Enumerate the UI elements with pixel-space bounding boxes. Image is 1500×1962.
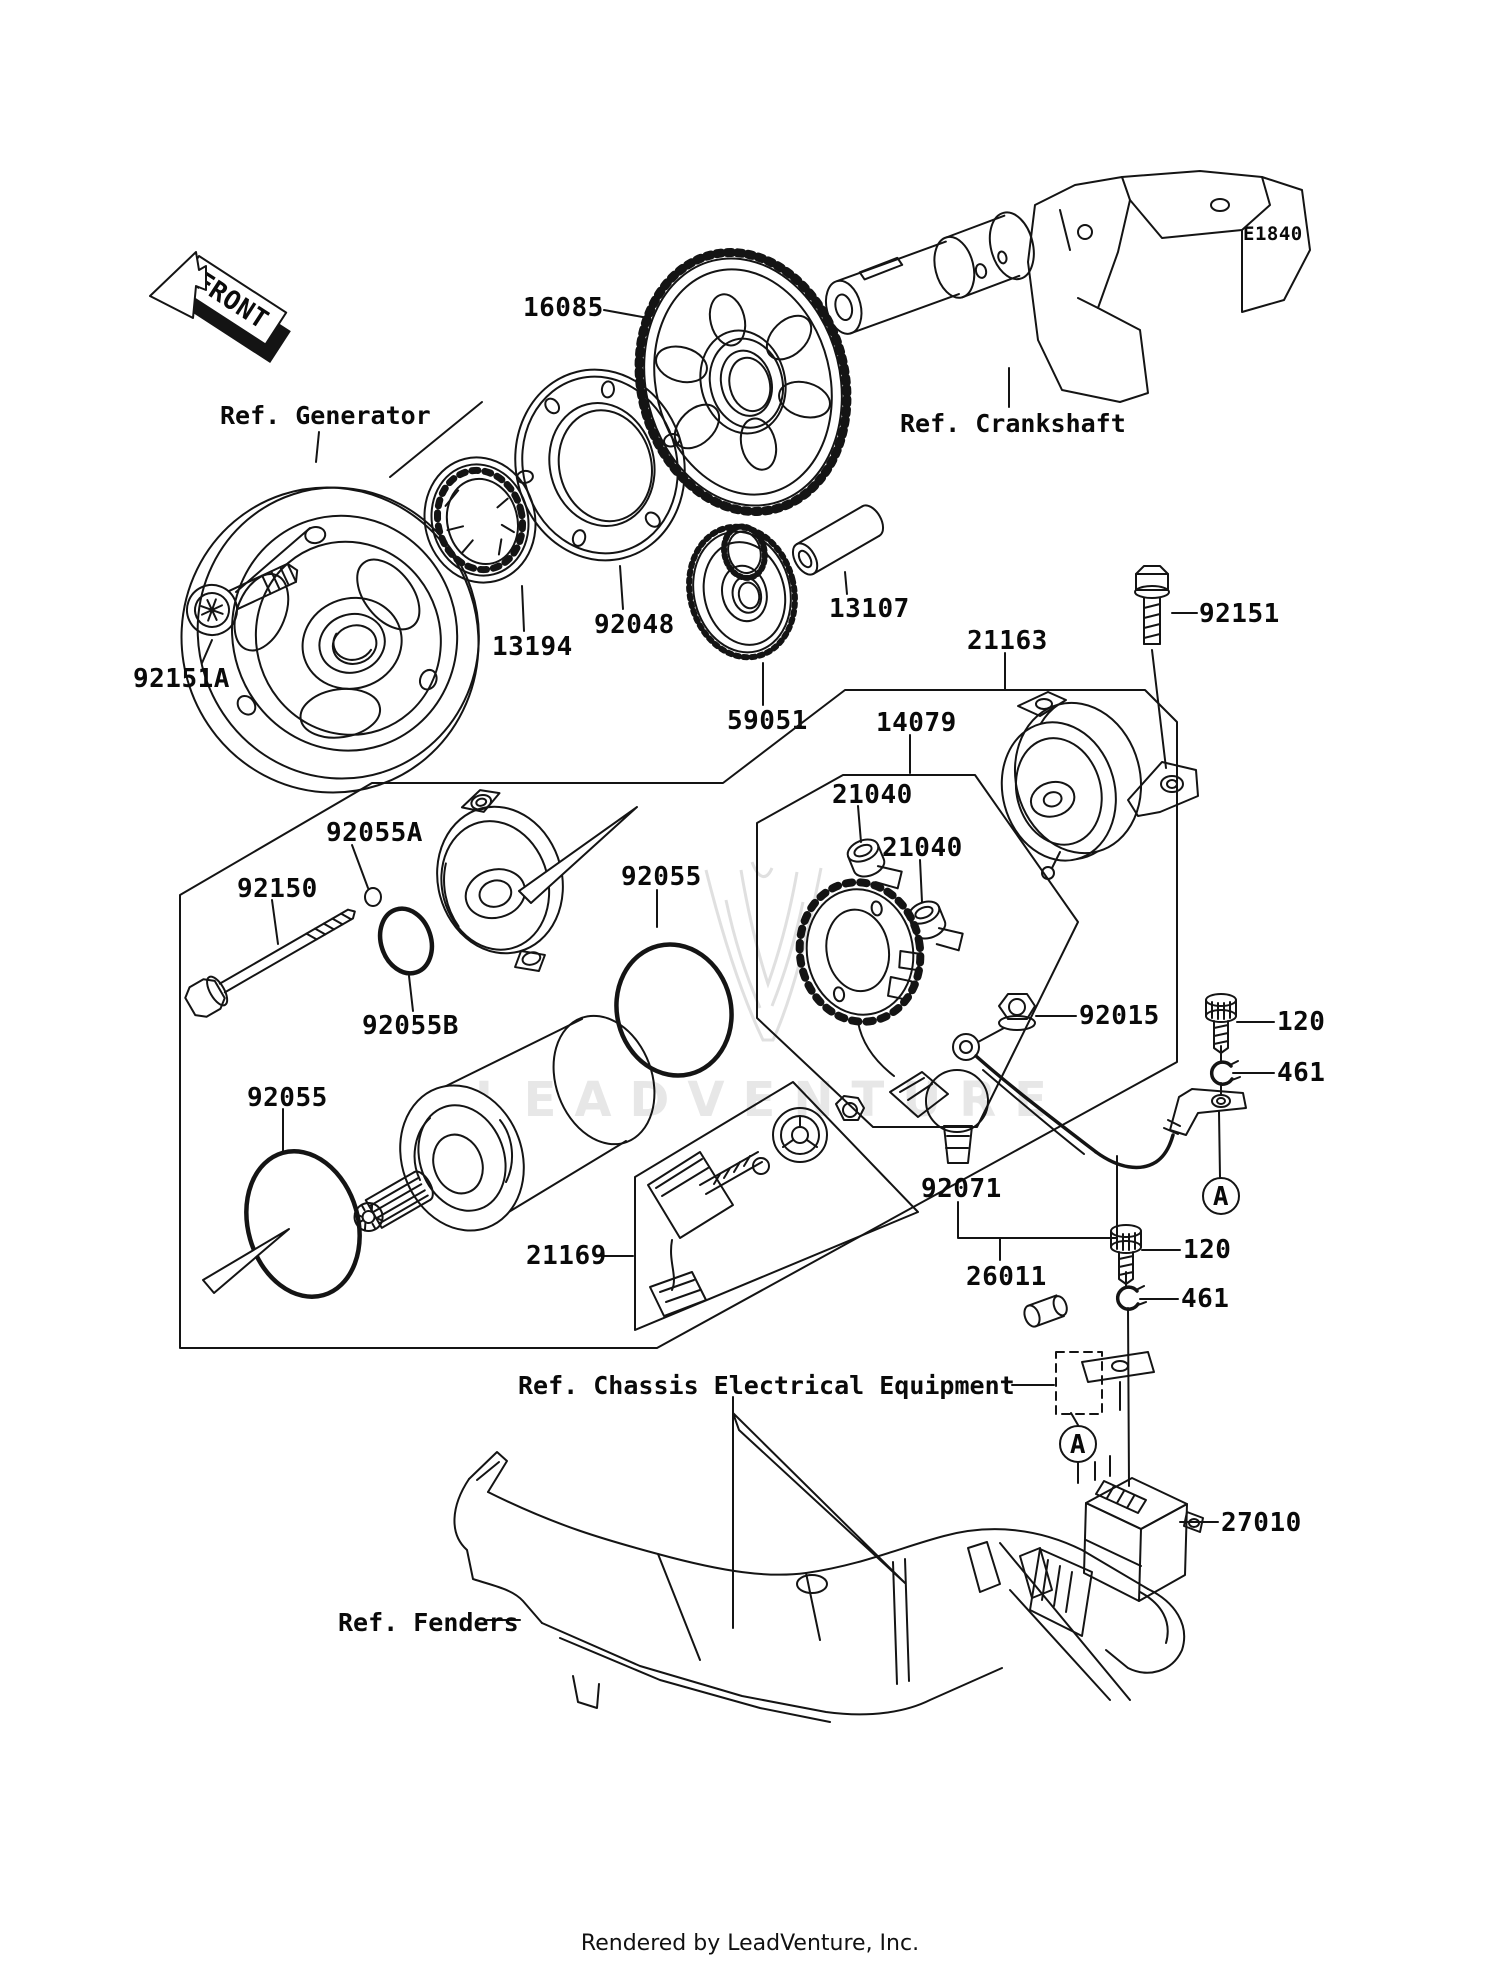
starter-front-cover-drawing [436, 789, 564, 973]
label-92151: 92151 [1199, 599, 1280, 629]
oring-92055-right-drawing [614, 942, 734, 1078]
gear-16085-drawing [634, 248, 852, 516]
nut-92015-drawing [998, 993, 1036, 1031]
label-16085: 16085 [523, 293, 604, 323]
label-21040-first: 21040 [832, 780, 913, 810]
label-92048: 92048 [594, 610, 675, 640]
label-13194: 13194 [492, 632, 573, 662]
relay-27010-drawing [1029, 1455, 1204, 1637]
fender-drawing [453, 1451, 1186, 1723]
assembly-axis-line [389, 401, 483, 478]
ref-chassis-pointer [732, 1396, 906, 1629]
leader-ref-generator [315, 431, 320, 463]
starter-motor-body-drawing [353, 1014, 656, 1232]
leader-92150 [271, 899, 279, 945]
fastener-link-lines [1125, 1045, 1222, 1487]
footer-credit: Rendered by LeadVenture, Inc. [581, 1931, 919, 1956]
oring-92055b-drawing [377, 906, 435, 976]
watermark-text: LEADVENTURE [475, 1072, 1065, 1128]
generator-flywheel-drawing [180, 486, 480, 794]
leader-16085 [603, 309, 649, 319]
diagram-code: E1840 [1243, 223, 1303, 245]
bushing-21040-second-drawing [907, 900, 964, 952]
detail-marker-a2-letter: A [1070, 1430, 1086, 1460]
label-120-second: 120 [1183, 1235, 1231, 1265]
view-arrow-upper [518, 806, 638, 904]
gear-59051-drawing [686, 523, 798, 661]
leader-92055a [351, 844, 369, 889]
chassis-electrical-connection-drawing [1023, 1294, 1155, 1415]
brush-plate-14079-drawing [795, 878, 949, 1118]
brush-holder-group-box [756, 774, 1079, 1128]
boot-92071-drawing [925, 1069, 989, 1164]
oring-92055a-drawing [364, 887, 382, 907]
detail-marker-a1-letter: A [1213, 1182, 1229, 1212]
bushing-21040-first-drawing [846, 838, 903, 890]
leader-13194 [521, 585, 525, 632]
terminal-group-box [634, 1081, 919, 1331]
washer-461-second-drawing [1115, 1285, 1147, 1311]
leader-92151a [201, 639, 213, 664]
crankshaft-drawing [824, 170, 1311, 403]
label-14079: 14079 [876, 708, 957, 738]
pin-13107-drawing [791, 504, 885, 576]
leader-21040-second [919, 859, 923, 903]
label-92055-left: 92055 [247, 1083, 328, 1113]
clutch-13194-drawing [423, 456, 537, 584]
label-ref-generator: Ref. Generator [220, 401, 431, 430]
label-59051: 59051 [727, 706, 808, 736]
label-ref-crankshaft: Ref. Crankshaft [900, 409, 1126, 438]
detail-marker-a1: A [1202, 1177, 1240, 1215]
view-arrow-lower [202, 1228, 290, 1294]
label-13107: 13107 [829, 594, 910, 624]
leader-92055b [408, 975, 414, 1012]
label-92055b: 92055B [362, 1011, 459, 1041]
label-461-first: 461 [1277, 1058, 1325, 1088]
starter-assembly-group-box [179, 689, 1178, 1349]
label-ref-fenders: Ref. Fenders [338, 1608, 519, 1637]
label-92055a: 92055A [326, 818, 423, 848]
label-21169: 21169 [526, 1241, 607, 1271]
washer-461-first-drawing [1209, 1060, 1241, 1086]
screw-120-first-drawing [1205, 993, 1237, 1054]
bolt-92150-drawing [184, 908, 356, 1018]
bracket-92071-26011-links [957, 1155, 1118, 1261]
terminal-21169-drawing [647, 1095, 865, 1317]
label-26011: 26011 [966, 1262, 1047, 1292]
screw-120-second-drawing [1110, 1224, 1142, 1285]
starter-end-cap-drawing [1000, 691, 1199, 880]
front-direction-arrow: FRONT [149, 251, 291, 364]
detail-marker-a2: A [1059, 1412, 1097, 1484]
oring-92055-left-drawing [244, 1149, 362, 1299]
leader-92048 [619, 565, 624, 610]
label-92055-right: 92055 [621, 862, 702, 892]
leader-21040-first [857, 805, 862, 843]
leader-13107 [844, 571, 848, 595]
bolt-92151-drawing [1134, 565, 1170, 769]
label-92150: 92150 [237, 874, 318, 904]
label-92015: 92015 [1079, 1001, 1160, 1031]
label-ref-chassis: Ref. Chassis Electrical Equipment [518, 1371, 1015, 1400]
bolt-92151a-drawing [186, 527, 311, 636]
label-461-second: 461 [1181, 1284, 1229, 1314]
label-120-first: 120 [1277, 1007, 1325, 1037]
label-21040-second: 21040 [882, 833, 963, 863]
label-21163: 21163 [967, 626, 1048, 656]
label-92071: 92071 [921, 1174, 1002, 1204]
plate-92048-drawing [514, 368, 686, 562]
label-92151a: 92151A [133, 664, 230, 694]
leadventure-watermark: LEADVENTURE [475, 861, 1065, 1128]
cable-26011-drawing [952, 1027, 1181, 1170]
label-27010: 27010 [1221, 1508, 1302, 1538]
cable-bracket-drawing [1169, 1088, 1247, 1136]
